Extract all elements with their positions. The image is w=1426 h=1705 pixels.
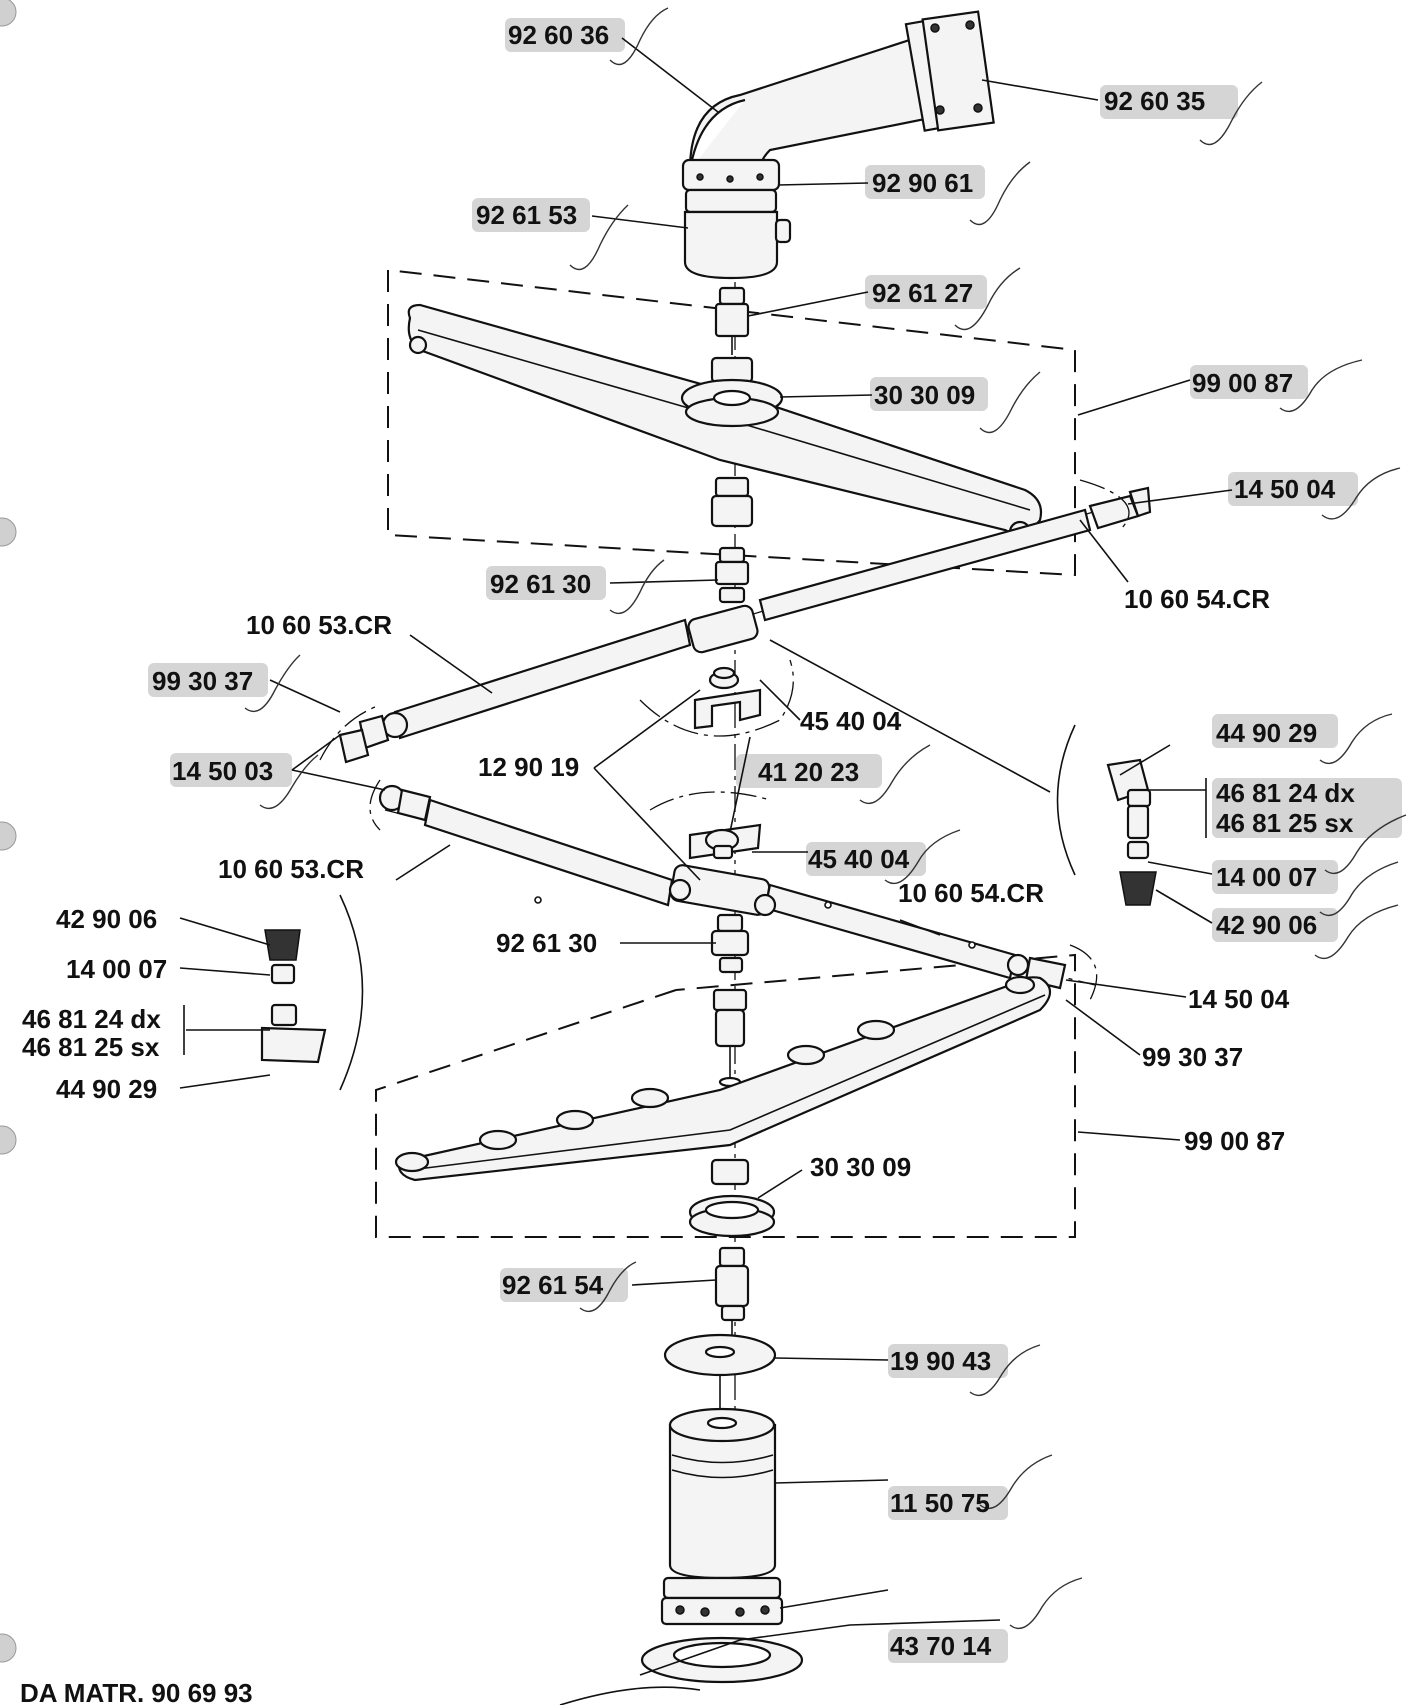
label-10-60-54-cr-upper: 10 60 54.CR [1124, 584, 1270, 614]
upper-tubes-part [338, 486, 1152, 764]
binder-holes [0, 0, 17, 1663]
label-14-50-04-lower: 14 50 04 [1188, 984, 1290, 1014]
lower-spray-arm-part [394, 975, 1052, 1182]
label-92-61-53: 92 61 53 [476, 200, 577, 230]
upper-bracket-part [693, 666, 762, 730]
upper-fittings-part [710, 476, 754, 604]
lower-hub-part [688, 1158, 776, 1238]
label-92-61-30-lower: 92 61 30 [496, 928, 597, 958]
left-nozzle-detail [260, 894, 364, 1091]
leader-lines [179, 37, 1233, 1609]
label-12-90-19: 12 90 19 [478, 752, 579, 782]
label-42-90-06-left: 42 90 06 [56, 904, 157, 934]
check-marks [244, 7, 1407, 1630]
cylinder-part [668, 1407, 777, 1580]
label-30-30-09-lower: 30 30 09 [810, 1152, 911, 1182]
label-11-50-75: 11 50 75 [890, 1488, 990, 1518]
label-10-60-53-cr-upper: 10 60 53.CR [246, 610, 392, 640]
label-14-50-04-upper: 14 50 04 [1234, 474, 1336, 504]
elbow-pipe-part [688, 10, 995, 172]
label-14-00-07-right: 14 00 07 [1216, 862, 1317, 892]
label-46-81-24-dx-left: 46 81 24 dx [22, 1004, 161, 1034]
footer-serial-note: DA MATR. 90 69 93 [20, 1678, 253, 1705]
lower-fittings-part [710, 913, 750, 1088]
highlight-marks [148, 18, 1402, 1663]
label-44-90-29-right: 44 90 29 [1216, 718, 1317, 748]
label-92-60-36: 92 60 36 [508, 20, 609, 50]
label-42-90-06-right: 42 90 06 [1216, 910, 1317, 940]
upper-shaft-part [714, 286, 750, 355]
label-92-61-54: 92 61 54 [502, 1270, 604, 1300]
label-44-90-29-left: 44 90 29 [56, 1074, 157, 1104]
label-92-90-61: 92 90 61 [872, 168, 973, 198]
detail-callout-circles [319, 479, 1130, 1001]
label-92-61-30-upper: 92 61 30 [490, 569, 591, 599]
right-nozzle-detail [1056, 724, 1157, 906]
lower-bracket-part [688, 823, 762, 860]
label-41-20-23: 41 20 23 [758, 757, 859, 787]
label-45-40-04-upper: 45 40 04 [800, 706, 902, 736]
label-99-30-37-lower: 99 30 37 [1142, 1042, 1243, 1072]
label-43-70-14: 43 70 14 [890, 1631, 992, 1661]
label-14-00-07-left: 14 00 07 [66, 954, 167, 984]
upper-hub-part [680, 356, 784, 428]
label-19-90-43: 19 90 43 [890, 1346, 991, 1376]
label-10-60-53-cr-lower: 10 60 53.CR [218, 854, 364, 884]
label-92-61-27: 92 61 27 [872, 278, 973, 308]
lower-shaft-part [714, 1246, 750, 1340]
label-30-30-09-upper: 30 30 09 [874, 380, 975, 410]
label-45-40-04-lower: 45 40 04 [808, 844, 910, 874]
label-99-00-87-upper: 99 00 87 [1192, 368, 1293, 398]
label-92-60-35: 92 60 35 [1104, 86, 1205, 116]
washer-part [663, 1333, 777, 1415]
base-ring-part [559, 1576, 1001, 1705]
label-46-81-24-dx-right: 46 81 24 dx [1216, 778, 1355, 808]
coupling-housing-part [681, 158, 792, 280]
label-99-00-87-lower: 99 00 87 [1184, 1126, 1285, 1156]
label-99-30-37-left: 99 30 37 [152, 666, 253, 696]
label-10-60-54-cr-lower: 10 60 54.CR [898, 878, 1044, 908]
label-46-81-25-sx-right: 46 81 25 sx [1216, 808, 1354, 838]
label-14-50-03: 14 50 03 [172, 756, 273, 786]
part-labels: 92 60 36 92 60 35 92 90 61 92 61 53 92 6… [20, 20, 1355, 1705]
label-46-81-25-sx-left: 46 81 25 sx [22, 1032, 160, 1062]
lower-tubes-part [378, 784, 1067, 990]
